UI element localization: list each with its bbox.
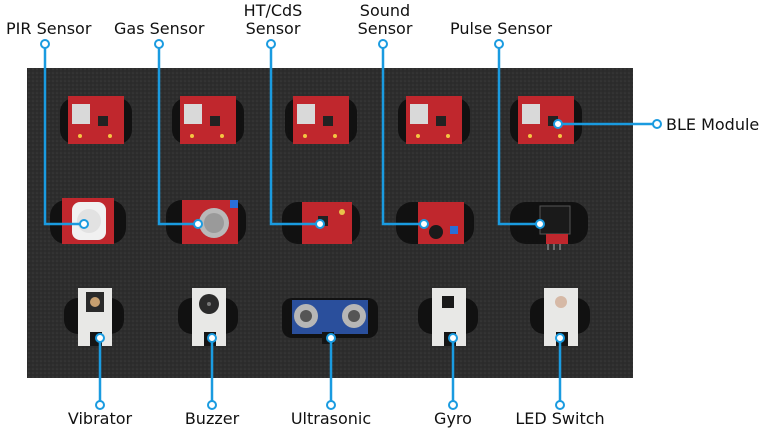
gas-callout bbox=[157, 46, 198, 226]
sensor-board-row bbox=[50, 198, 588, 250]
ble-module-board bbox=[172, 96, 244, 144]
htcds-target bbox=[315, 219, 325, 229]
callout-endpoints bbox=[40, 39, 662, 410]
ultrasonic-endpoint bbox=[326, 400, 336, 410]
pir-endpoint bbox=[40, 39, 50, 49]
ble-target bbox=[553, 119, 563, 129]
vibrator-label: Vibrator bbox=[67, 409, 133, 428]
pulse-sensor-board bbox=[510, 202, 588, 250]
pir-target bbox=[79, 219, 89, 229]
sound-endpoint bbox=[378, 39, 388, 49]
led-switch-brick bbox=[530, 288, 590, 346]
vibrator-endpoint bbox=[95, 400, 105, 410]
vibrator-brick bbox=[64, 288, 124, 346]
sound-callout bbox=[381, 46, 424, 226]
buzzer-endpoint bbox=[207, 400, 217, 410]
pir-callout bbox=[43, 46, 84, 226]
htcds-sensor-label-line2: Sensor bbox=[245, 19, 301, 38]
pir-sensor-label: PIR Sensor bbox=[6, 19, 92, 38]
brick-row bbox=[64, 288, 590, 346]
sound-target bbox=[419, 219, 429, 229]
pulse-target bbox=[535, 219, 545, 229]
ble-module-board bbox=[60, 96, 132, 144]
buzzer-label: Buzzer bbox=[184, 409, 240, 428]
callout-lines bbox=[43, 46, 655, 404]
ble-endpoint bbox=[652, 119, 662, 129]
sound-sensor-label-line1: Sound bbox=[359, 1, 411, 20]
gas-sensor-board bbox=[166, 200, 246, 244]
pulse-callout bbox=[497, 46, 540, 226]
ultrasonic-label: Ultrasonic bbox=[290, 409, 372, 428]
buzzer-brick bbox=[178, 288, 238, 346]
ble-module-board bbox=[398, 96, 470, 144]
gas-target bbox=[193, 219, 203, 229]
ble-module-board bbox=[510, 96, 582, 144]
ble-module-label: BLE Module bbox=[666, 115, 760, 134]
buzzer-target bbox=[207, 333, 217, 343]
ble-module-board bbox=[285, 96, 357, 144]
led-switch-endpoint bbox=[555, 400, 565, 410]
htcds-endpoint bbox=[266, 39, 276, 49]
led-switch-label: LED Switch bbox=[515, 409, 605, 428]
vibrator-target bbox=[95, 333, 105, 343]
sound-sensor-label-line2: Sensor bbox=[357, 19, 413, 38]
led-switch-target bbox=[555, 333, 565, 343]
pulse-sensor-label: Pulse Sensor bbox=[450, 19, 553, 38]
gas-sensor-label: Gas Sensor bbox=[114, 19, 205, 38]
gas-endpoint bbox=[154, 39, 164, 49]
ultrasonic-target bbox=[326, 333, 336, 343]
gyro-endpoint bbox=[448, 400, 458, 410]
ultrasonic-brick bbox=[282, 298, 378, 344]
gyro-label: Gyro bbox=[434, 409, 472, 428]
htcds-sensor-label-line1: HT/CdS bbox=[243, 1, 303, 20]
pulse-endpoint bbox=[494, 39, 504, 49]
gyro-target bbox=[448, 333, 458, 343]
ble-board-row bbox=[60, 96, 582, 144]
htcds-callout bbox=[269, 46, 320, 226]
